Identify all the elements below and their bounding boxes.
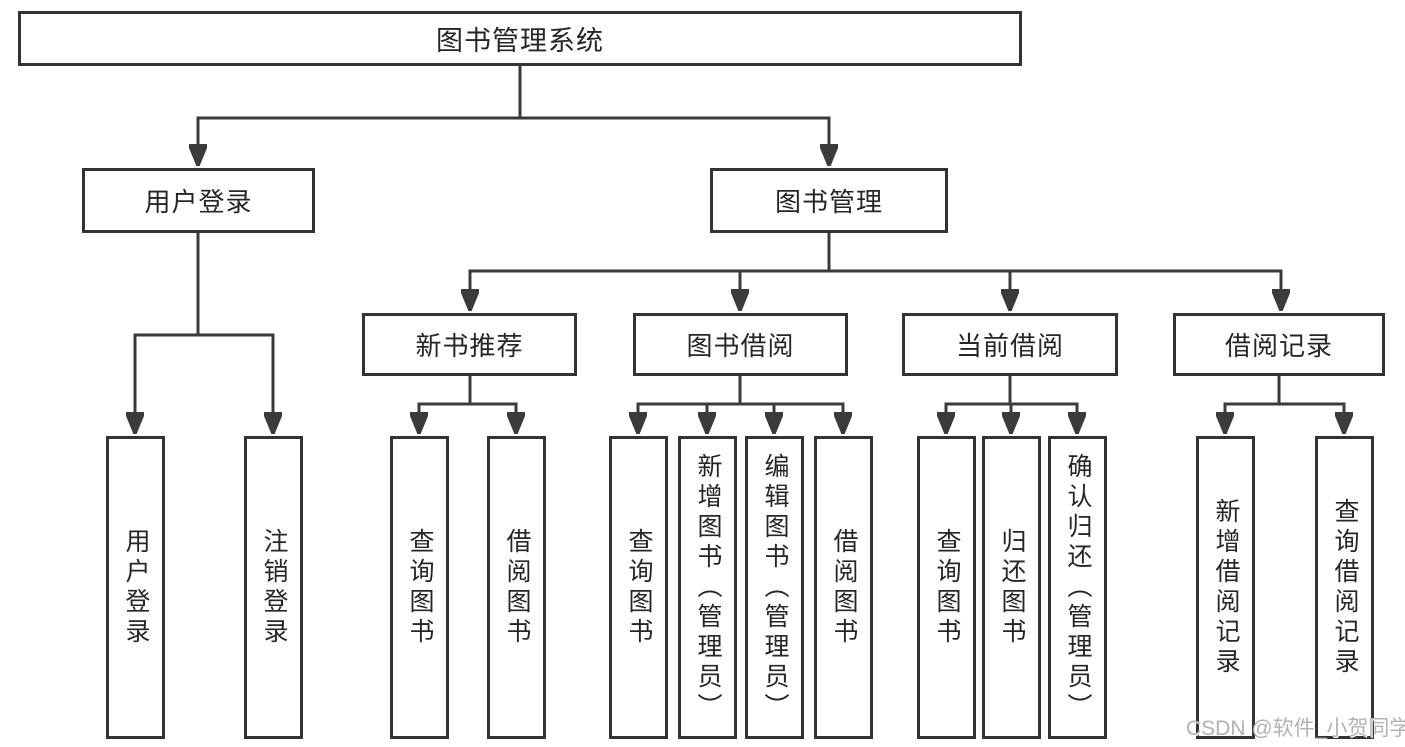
connector-book-management-branch — [470, 233, 1281, 310]
node-book-management: 图书管理 — [710, 168, 948, 233]
leaf-borrow-books: 借阅图书 — [814, 436, 873, 739]
leaf-borrow-books-recommend: 借阅图书 — [487, 436, 546, 739]
csdn-watermark: CSDN @软件_小贺同学 — [1186, 717, 1405, 740]
connector-current-borrow-branch — [946, 376, 1077, 433]
leaf-query-books-recommend: 查询图书 — [390, 436, 449, 739]
leaf-confirm-return-admin: 确认归还（管理员） — [1048, 436, 1107, 739]
connector-root-to-level2 — [198, 66, 829, 165]
node-system-root: 图书管理系统 — [18, 11, 1022, 66]
connector-user-login-branch — [135, 233, 273, 433]
connector-borrow-records-branch — [1225, 376, 1344, 433]
node-current-borrow: 当前借阅 — [902, 313, 1118, 376]
connector-book-borrow-branch — [638, 376, 843, 433]
node-borrow-records: 借阅记录 — [1173, 313, 1385, 376]
leaf-logout: 注销登录 — [244, 436, 303, 739]
leaf-return-book: 归还图书 — [982, 436, 1041, 739]
node-book-borrow: 图书借阅 — [633, 313, 848, 376]
leaf-query-books-borrow: 查询图书 — [609, 436, 668, 739]
leaf-user-login: 用户登录 — [106, 436, 165, 739]
node-new-book-recommend: 新书推荐 — [362, 313, 577, 376]
connector-new-book-branch — [419, 376, 516, 433]
leaf-add-book-admin: 新增图书（管理员） — [678, 436, 737, 739]
node-user-login: 用户登录 — [82, 168, 315, 233]
leaf-add-borrow-record: 新增借阅记录 — [1196, 436, 1255, 739]
leaf-query-borrow-record: 查询借阅记录 — [1315, 436, 1374, 739]
leaf-query-books-current: 查询图书 — [917, 436, 976, 739]
leaf-edit-book-admin: 编辑图书（管理员） — [745, 436, 804, 739]
